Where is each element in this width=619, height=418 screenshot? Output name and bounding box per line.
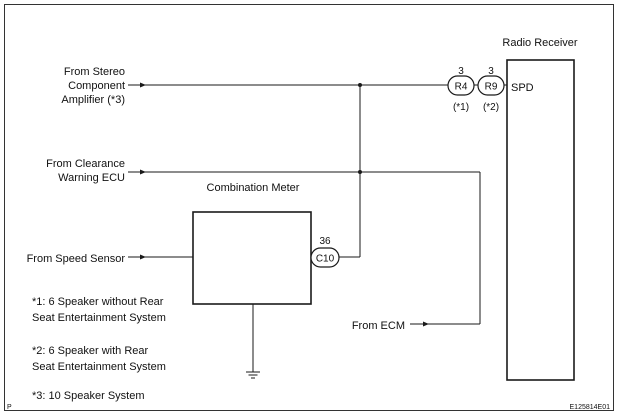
r4-pin-number: 3 xyxy=(458,66,464,77)
from-clearance-label-1: From Clearance xyxy=(46,158,125,170)
note-2-line-2: Seat Entertainment System xyxy=(32,361,166,373)
junction-dot-stereo xyxy=(358,83,362,87)
connector-c10: 36 C10 xyxy=(310,236,340,268)
r4-connector-label: R4 xyxy=(455,82,468,93)
ground-icon xyxy=(246,371,260,379)
from-speed-sensor-label: From Speed Sensor xyxy=(27,253,126,265)
r9-pin-number: 3 xyxy=(488,66,494,77)
c10-connector-shape xyxy=(310,247,340,268)
r9-connector-shape xyxy=(477,75,505,96)
from-stereo-label-2: Component xyxy=(68,80,125,92)
from-ecm-label: From ECM xyxy=(352,320,405,332)
radio-receiver-box xyxy=(506,59,575,381)
stereo-arrow-icon xyxy=(140,82,146,88)
radio-receiver-label: Radio Receiver xyxy=(502,37,578,49)
ecm-arrow-icon xyxy=(423,321,429,327)
figure-id: E125814E01 xyxy=(570,404,611,411)
c10-pin-number: 36 xyxy=(319,236,331,247)
r4-note-ref: (*1) xyxy=(453,102,469,113)
note-2-line-1: *2: 6 Speaker with Rear xyxy=(32,345,149,357)
r4-connector-shape xyxy=(447,75,475,96)
combination-meter-label: Combination Meter xyxy=(207,182,300,194)
corner-mark: P xyxy=(7,404,12,411)
note-1-line-1: *1: 6 Speaker without Rear xyxy=(32,296,164,308)
r9-connector-label: R9 xyxy=(485,82,498,93)
connector-r9: 3 R9 (*2) xyxy=(477,66,505,113)
from-stereo-label-3: Amplifier (*3) xyxy=(61,94,125,106)
connector-r4: 3 R4 (*1) xyxy=(447,66,475,113)
c10-connector-label: C10 xyxy=(316,254,335,265)
clearance-arrow-icon xyxy=(140,169,146,175)
junction-dot-clearance xyxy=(358,170,362,174)
note-1-line-2: Seat Entertainment System xyxy=(32,312,166,324)
speed-sensor-arrow-icon xyxy=(140,254,146,260)
from-stereo-label-1: From Stereo xyxy=(64,66,125,78)
from-clearance-label-2: Warning ECU xyxy=(58,172,125,184)
combination-meter-box xyxy=(192,211,312,305)
r9-note-ref: (*2) xyxy=(483,102,499,113)
note-3-line-1: *3: 10 Speaker System xyxy=(32,390,145,402)
diagram-frame xyxy=(4,4,614,411)
spd-pin-label: SPD xyxy=(511,82,534,94)
